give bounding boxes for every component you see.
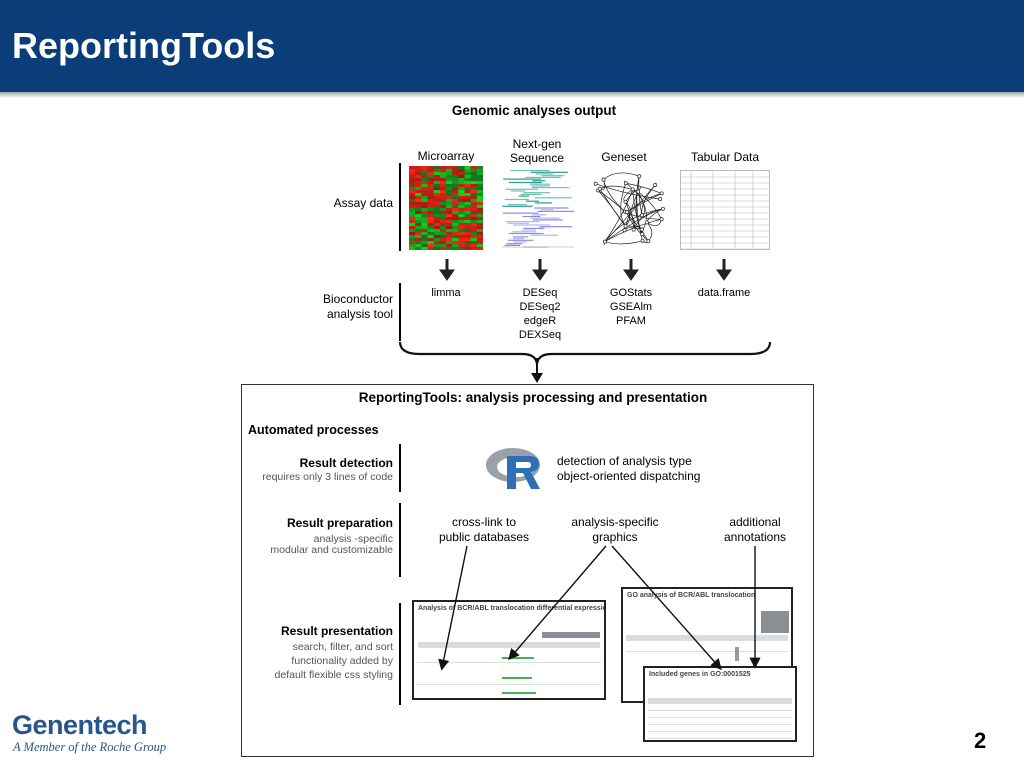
automated-processes-label: Automated processes [248, 423, 379, 437]
ngs-graphic [502, 168, 574, 250]
tool-deseq2: DESeq2 [519, 301, 561, 313]
microarray-heatmap-thumbnail [409, 166, 483, 250]
tool-deseq: DESeq [522, 287, 558, 299]
tabular-grid-thumbnail [680, 170, 770, 250]
ngs-coverage-thumbnail [502, 168, 574, 250]
row-label-assay: Assay data [333, 196, 393, 210]
table-header-row [418, 642, 600, 648]
detection-text-line2: object-oriented dispatching [557, 469, 701, 483]
tool-limma: limma [431, 287, 461, 299]
r-logo-icon [486, 448, 540, 489]
row-label-tool-line1: Bioconductor [322, 292, 393, 306]
tool-gostats: GOStats [609, 287, 653, 299]
arrow-down-icon [439, 259, 455, 281]
title-bar-shadow [0, 92, 1024, 98]
curly-brace [398, 341, 772, 365]
pointer-arrows [438, 545, 761, 671]
go-report-title: GO analysis of BCR/ABL translocation [627, 592, 756, 599]
column-header-microarray: Microarray [417, 149, 475, 163]
filter-bar [542, 632, 600, 638]
column-header-ngs-line1: Next-gen [512, 137, 562, 151]
company-logo: Genentech [12, 710, 148, 740]
prep-graphics-line1: analysis-specific [571, 515, 659, 529]
reporting-box-heading: ReportingTools: analysis processing and … [358, 390, 708, 405]
step-presentation-label: Result presentation [280, 624, 393, 638]
preparation-bar [399, 503, 401, 577]
company-tagline: A Member of the Roche Group [13, 740, 167, 754]
presentation-bar [399, 603, 401, 705]
arrow-down-icon [716, 259, 732, 281]
go-filter-block [761, 611, 789, 633]
network-graphic [593, 172, 665, 245]
tool-data-frame: data.frame [697, 287, 751, 299]
prep-crosslink-line2: public databases [438, 530, 530, 544]
prep-annotations-line2: annotations [723, 530, 787, 544]
column-header-ngs-line2: Sequence [509, 151, 565, 165]
tool-gsealm: GSEAlm [609, 301, 653, 313]
column-header-geneset: Geneset [601, 150, 647, 164]
gene-list-screenshot: Included genes in GO:0001525 [643, 666, 797, 742]
column-header-tabular: Tabular Data [690, 150, 760, 164]
page-number: 2 [974, 728, 987, 753]
detection-text-line1: detection of analysis type [557, 454, 692, 468]
tool-pfam: PFAM [616, 315, 646, 327]
arrow-down-icon [623, 259, 639, 281]
step-preparation-label: Result preparation [286, 516, 393, 530]
graphics-pointer-right [611, 545, 722, 671]
graphics-pointer-left [508, 545, 607, 661]
slide-title: ReportingTools [12, 25, 276, 66]
grid-graphic [681, 171, 769, 249]
step-detection-label: Result detection [299, 456, 393, 470]
geneset-network-thumbnail [586, 172, 668, 250]
arrow-down-icon [531, 373, 543, 383]
step-presentation-sub-line2: functionality added by [291, 655, 393, 667]
go-mini-bar [735, 647, 739, 661]
step-preparation-sub-line1: analysis -specific [313, 533, 393, 545]
down-arrows [439, 259, 732, 281]
brace-arrow [398, 341, 772, 383]
step-presentation-sub-line3: default flexible css styling [274, 669, 393, 681]
gene-list-title: Included genes in GO:0001525 [649, 671, 751, 678]
row-label-tool-line2: analysis tool [326, 307, 393, 321]
arrow-down-icon [532, 259, 548, 281]
go-table-header [626, 635, 788, 641]
heatmap-graphic [409, 166, 483, 250]
prep-graphics-line2: graphics [592, 530, 638, 544]
step-preparation-sub-line2: modular and customizable [270, 544, 393, 556]
step-detection-sub: requires only 3 lines of code [262, 471, 393, 483]
tool-edger: edgeR [523, 315, 557, 327]
detection-bar [399, 444, 401, 492]
step-presentation-sub-line1: search, filter, and sort [292, 641, 393, 653]
output-heading: Genomic analyses output [451, 103, 617, 118]
assay-row-bar [399, 163, 401, 251]
crosslink-pointer [438, 545, 468, 671]
tool-dexseq: DEXSeq [518, 329, 562, 341]
de-report-title: Analysis of BCR/ABL translocation differ… [418, 605, 606, 612]
title-bar [0, 0, 1024, 92]
tool-row-bar [399, 283, 401, 341]
reporting-tools-box [241, 384, 814, 757]
gene-list-header [648, 698, 792, 704]
prep-annotations-line1: additional [729, 515, 781, 529]
prep-crosslink-line1: cross-link to [451, 515, 516, 529]
expression-plot-mark [502, 692, 536, 694]
expression-plot-mark [502, 677, 532, 679]
